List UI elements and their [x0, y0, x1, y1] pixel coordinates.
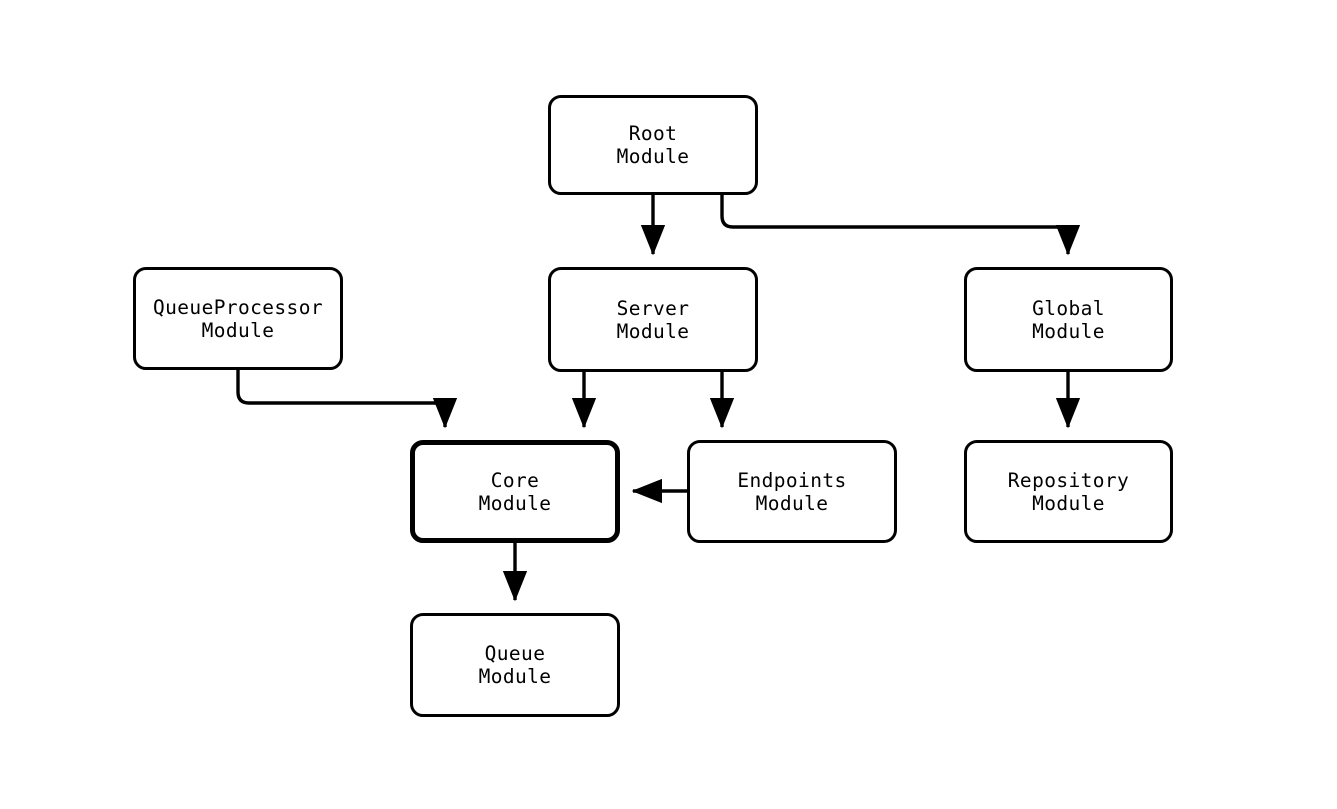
node-root-module[interactable]: Root Module [548, 95, 758, 195]
node-endpoints-module[interactable]: Endpoints Module [687, 440, 897, 543]
node-server-module-label: Server Module [616, 296, 690, 343]
node-queueprocessor-module[interactable]: QueueProcessor Module [133, 267, 343, 370]
node-queueprocessor-module-label: QueueProcessor Module [153, 295, 323, 342]
edge-queueprocessor-to-core [236, 370, 458, 429]
node-repository-module-label: Repository Module [1007, 468, 1130, 515]
node-global-module[interactable]: Global Module [964, 267, 1173, 372]
node-repository-module[interactable]: Repository Module [964, 440, 1173, 543]
node-core-module[interactable]: Core Module [410, 440, 620, 543]
edge-root-to-global [720, 195, 1081, 256]
node-core-module-label: Core Module [478, 468, 552, 515]
node-endpoints-module-label: Endpoints Module [737, 468, 847, 515]
node-root-module-label: Root Module [616, 122, 690, 168]
node-queue-module[interactable]: Queue Module [410, 613, 620, 717]
node-queue-module-label: Queue Module [478, 642, 552, 688]
node-server-module[interactable]: Server Module [548, 267, 758, 372]
node-global-module-label: Global Module [1032, 296, 1105, 343]
